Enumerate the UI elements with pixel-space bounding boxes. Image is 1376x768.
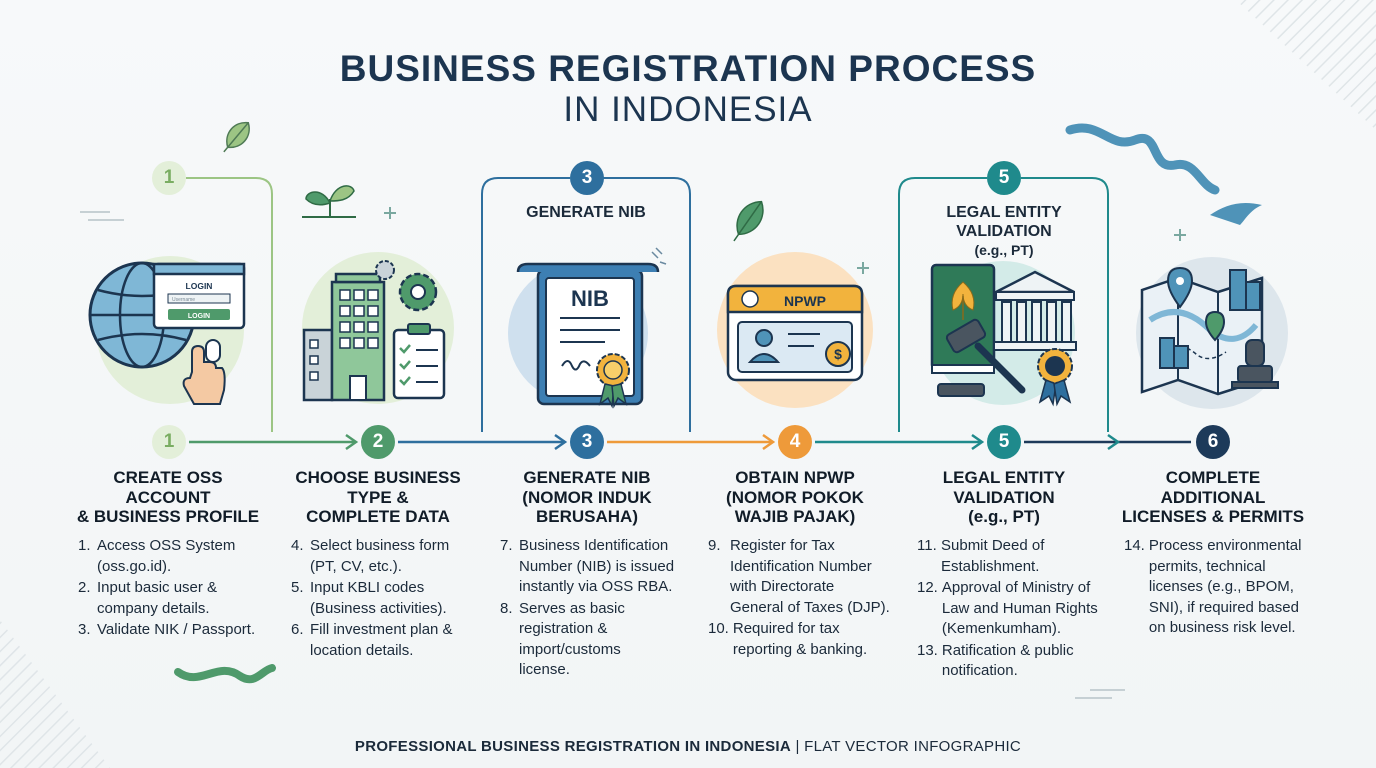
arrow-icon <box>1107 433 1121 451</box>
step-6-badge: 6 <box>1196 425 1230 459</box>
step-2-badge: 2 <box>361 425 395 459</box>
step-5-badge: 5 <box>987 425 1021 459</box>
arrow-icon <box>345 433 359 451</box>
arrow-icon <box>554 433 568 451</box>
list-item: 5.Input KBLI codes(Business activities). <box>291 579 447 617</box>
npwp-card-icon: NPWP $ <box>717 252 873 408</box>
sparkle-icon <box>651 247 667 265</box>
list-item: 4.Select business form(PT, CV, etc.). <box>291 537 450 575</box>
corner-hatch-bottom-left <box>0 620 110 768</box>
step-1-top-badge: 1 <box>152 161 186 195</box>
step-1-details: 1.Access OSS System(oss.go.id). 2.Input … <box>78 536 283 642</box>
login-button-graphic: LOGIN <box>188 313 210 320</box>
leaf-icon <box>733 200 764 242</box>
arrow-icon <box>762 433 776 451</box>
corner-hatch-top-right <box>1236 0 1376 130</box>
step-3-top-badge: 3 <box>570 161 604 195</box>
nib-label: NIB <box>571 286 609 311</box>
step-4-badge: 4 <box>778 425 812 459</box>
leaf-icon <box>223 121 250 153</box>
ribbon-decoration <box>1065 123 1220 195</box>
step-3-badge: 3 <box>570 425 604 459</box>
oss-login-icon: LOGIN Username LOGIN <box>88 256 246 405</box>
step-5-top-badge: 5 <box>987 161 1021 195</box>
list-item: 3.Validate NIK / Passport. <box>78 621 256 638</box>
permits-map-icon <box>1136 257 1288 409</box>
login-heading: LOGIN <box>186 281 213 291</box>
list-item: 2.Input basic user &company details. <box>78 579 218 617</box>
page-title: BUSINESS REGISTRATION PROCESS <box>339 48 1037 89</box>
svg-text:$: $ <box>834 346 842 362</box>
ribbon-decoration <box>1210 203 1262 225</box>
npwp-label: NPWP <box>784 293 826 309</box>
sparkle-icon <box>384 207 1186 274</box>
business-building-icon <box>302 252 454 404</box>
list-item: 6.Fill investment plan &location details… <box>291 621 453 659</box>
ribbon-decoration <box>174 664 276 684</box>
step-5-top-label: LEGAL ENTITY VALIDATION (e.g., PT) <box>946 204 1062 258</box>
nib-certificate-icon: NIB <box>508 262 660 409</box>
step-3-top-label: GENERATE NIB <box>526 204 646 221</box>
sprout-icon <box>302 185 356 218</box>
page-subtitle: IN INDONESIA <box>563 90 813 129</box>
footer: PROFESSIONAL BUSINESS REGISTRATION IN IN… <box>354 738 1022 755</box>
svg-text:Username: Username <box>172 297 195 303</box>
legal-validation-icon <box>930 261 1077 407</box>
list-item: 1.Access OSS System(oss.go.id). <box>78 537 236 575</box>
step-2-details: 4.Select business form(PT, CV, etc.). 5.… <box>291 536 496 662</box>
step-1-badge: 1 <box>152 425 186 459</box>
arrow-icon <box>971 433 985 451</box>
